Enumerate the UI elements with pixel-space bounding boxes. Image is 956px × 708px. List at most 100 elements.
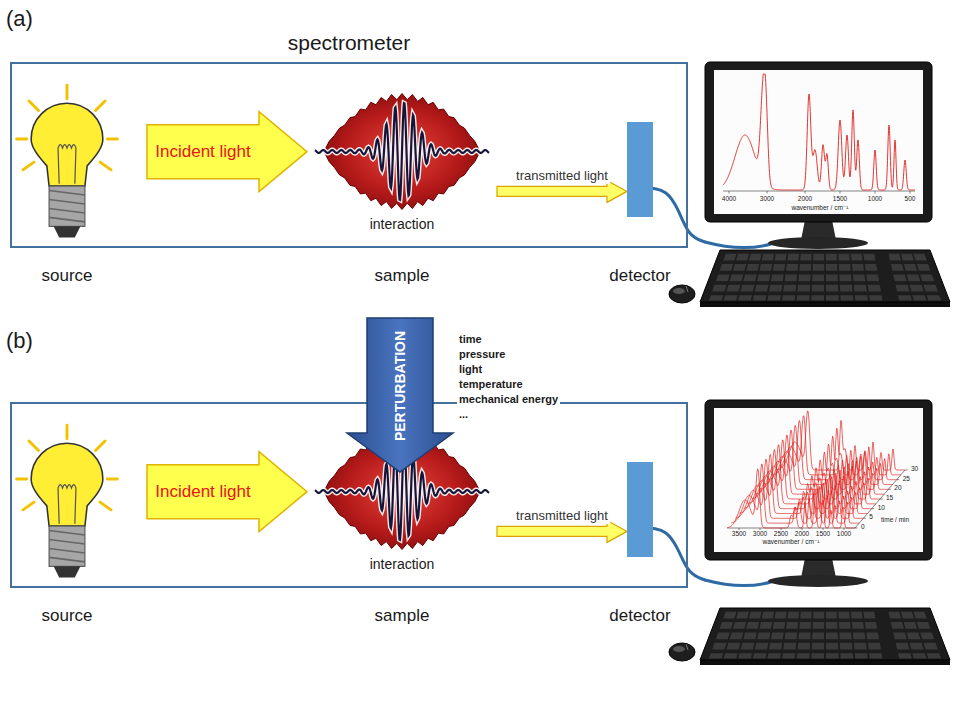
heading: spectrometer [288,31,411,55]
wave-packet [315,103,489,200]
key [712,643,726,650]
illustration [22,427,147,585]
bulb-base [49,526,85,566]
key [826,264,838,271]
key [797,653,810,658]
key [812,643,824,650]
key [923,285,937,292]
key [723,254,736,261]
key [826,653,839,658]
bulb-tip [54,226,81,237]
monitor-stand [801,558,836,578]
key [798,632,810,639]
panel-label: (b) [6,328,33,353]
key [736,254,749,261]
part-label: detector [609,266,670,286]
beam-label: Incident light [155,482,251,502]
key [840,285,853,292]
axis-tick-mark [802,528,803,530]
key [743,274,756,281]
axis-tick: 1500 [816,530,830,537]
light-ray [100,502,111,510]
mouse-wheel [686,644,688,650]
key [907,274,921,281]
keyboard-edge [700,302,950,307]
key [775,254,787,261]
key [854,643,867,650]
key [783,643,796,650]
light-ray [96,101,106,111]
key [927,653,941,658]
mouse-body [669,643,695,661]
key [797,643,810,650]
key [720,622,734,629]
part-label: source [41,606,92,626]
detector: detector [627,462,653,557]
key [863,254,875,261]
panel-label: (a) [6,6,33,31]
axis-tick: 0 [861,523,865,530]
bulb-thread [49,208,85,212]
interaction-label: interaction [370,556,435,572]
key [797,285,810,292]
axis-tick: 15 [886,494,893,501]
key [726,643,740,650]
x-axis [723,191,915,192]
computer-monitor: 40003000200015001000500wavenumber / cm⁻¹ [705,62,932,248]
part-label: sample [375,606,430,626]
key [852,622,864,629]
axis-tick-mark [888,489,891,490]
axis-tick: 25 [903,475,910,482]
key [775,612,787,619]
key [738,653,752,658]
bulb-thread [49,548,85,552]
key [927,295,941,300]
spectrum-trace [731,464,859,523]
bulb-thread [49,557,85,561]
perturbation-item: time [457,333,484,346]
key [855,653,868,658]
perturbation-item: temperature [457,378,525,391]
computer-mouse [669,285,695,303]
monitor-screen [714,70,923,214]
light-beam-arrow [147,452,307,532]
key [757,632,770,639]
key [767,295,780,300]
key [868,643,881,650]
bulb-filament [58,485,76,524]
light-ray [23,502,34,510]
key [917,264,931,271]
monitor-stand [801,220,836,240]
bulb-thread [49,199,85,203]
key [826,285,838,292]
axis-tick-mark [760,528,761,530]
mouse-shine [673,646,685,652]
light-ray [29,101,39,111]
key [730,274,744,281]
axis-tick-mark [805,191,806,194]
axis-tick-mark [823,528,824,530]
spectrum-trace [727,469,855,528]
key [896,285,910,292]
key [762,254,774,261]
key [800,612,811,619]
light-ray [66,85,69,98]
axis-tick-mark [729,191,730,194]
key [762,612,774,619]
axis-tick: 500 [905,195,916,202]
key [786,622,798,629]
axis-tick-mark [880,499,883,500]
bulb-glass [31,443,103,526]
key [813,264,825,271]
key [826,622,838,629]
light-source: source [22,427,147,585]
data-cable [653,189,705,243]
axis-tick: 1000 [837,530,851,537]
key [797,295,810,300]
key [907,632,921,639]
illustration [705,400,932,586]
key [893,632,906,639]
axis-tick-mark [875,191,876,194]
spectrometer-box: (a)spectrometersourceinteractionsamplede… [10,62,688,248]
axis-title: time / min [881,516,909,523]
